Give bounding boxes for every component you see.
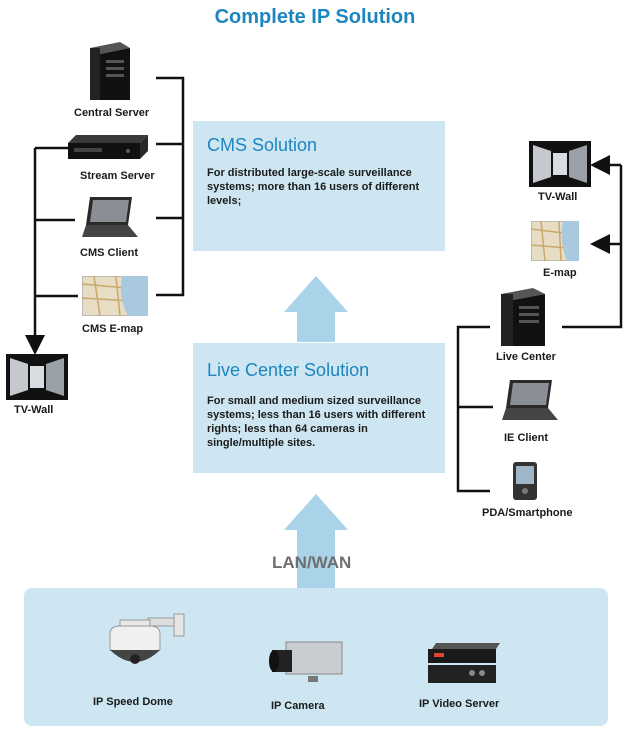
central-server-label: Central Server: [74, 107, 150, 119]
cms-solution-description: For distributed large-scale surveillance…: [207, 167, 420, 207]
right-bracket: [456, 325, 490, 493]
central-server-icon: [90, 42, 130, 100]
cms-emap-label: CMS E-map: [82, 323, 144, 335]
right-emap-label: E-map: [543, 267, 577, 279]
flow-arrow-live-to-cms: [284, 276, 348, 342]
live-center-panel: Live Center Solution For small and mediu…: [193, 343, 445, 473]
ip-speed-dome-icon: [109, 613, 185, 664]
pda-smartphone-icon: [513, 462, 537, 500]
live-center-heading: Live Center Solution: [207, 360, 370, 380]
left-tv-wall-label: TV-Wall: [14, 404, 54, 416]
cms-client-label: CMS Client: [80, 247, 139, 259]
stream-server-label: Stream Server: [80, 170, 155, 182]
ip-camera-icon: [269, 641, 343, 682]
ip-camera-label: IP Camera: [271, 700, 325, 712]
diagram-title: Complete IP Solution: [214, 6, 416, 28]
ie-client-laptop-icon: [502, 380, 558, 420]
right-tv-wall-label: TV-Wall: [538, 191, 578, 203]
cms-emap-icon: [82, 276, 148, 316]
cms-solution-heading: CMS Solution: [207, 135, 318, 155]
ie-client-label: IE Client: [504, 432, 549, 444]
right-tv-wall-icon: [529, 141, 591, 187]
left-tv-wall-icon: [6, 354, 68, 400]
cms-client-laptop-icon: [82, 197, 138, 237]
ip-video-server-label: IP Video Server: [419, 698, 500, 710]
network-label: LAN/WAN: [272, 553, 352, 572]
right-display-connector: [562, 165, 623, 329]
live-center-description: For small and medium sized surveillance …: [207, 395, 426, 449]
right-emap-icon: [531, 221, 579, 261]
pda-smartphone-label: PDA/Smartphone: [482, 507, 573, 519]
ip-video-server-icon: [428, 643, 500, 683]
flow-arrow-lan-to-live: [284, 494, 348, 588]
stream-server-icon: [68, 135, 148, 159]
live-center-server-icon: [501, 288, 545, 346]
ip-speed-dome-label: IP Speed Dome: [93, 696, 173, 708]
live-center-label: Live Center: [496, 351, 556, 363]
cms-solution-panel: CMS Solution For distributed large-scale…: [193, 121, 445, 251]
left-bracket: [156, 76, 185, 297]
